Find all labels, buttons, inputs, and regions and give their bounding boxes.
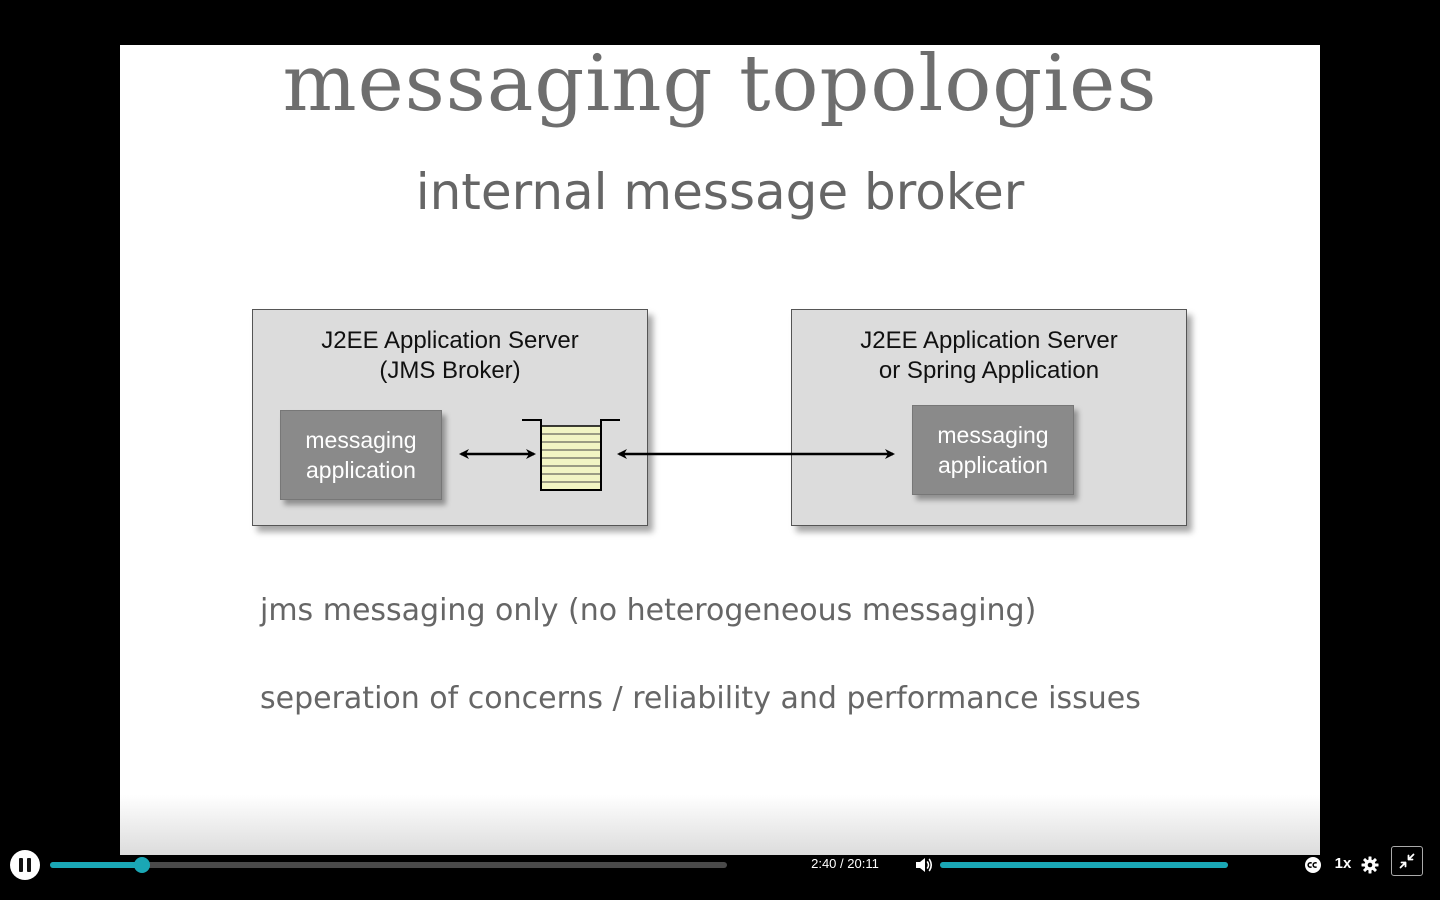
left-app-label-line1: messaging bbox=[305, 427, 417, 453]
right-server-label-line1: J2EE Application Server bbox=[860, 327, 1118, 354]
time-current: 2:40 bbox=[811, 856, 837, 871]
left-server-label: J2EE Application Server (JMS Broker) bbox=[253, 326, 647, 386]
control-overlay-gradient bbox=[120, 795, 1320, 855]
gear-icon[interactable] bbox=[1361, 856, 1379, 874]
volume-slider[interactable] bbox=[940, 862, 1228, 868]
slide-bullet: seperation of concerns / reliability and… bbox=[260, 681, 1141, 716]
pause-button[interactable] bbox=[10, 850, 40, 880]
seek-bar-played bbox=[50, 862, 142, 868]
seek-bar[interactable] bbox=[50, 857, 727, 873]
right-app-label-line1: messaging bbox=[937, 422, 1049, 448]
seek-handle[interactable] bbox=[133, 857, 150, 873]
volume-level bbox=[940, 862, 1228, 868]
right-app-label-line2: application bbox=[938, 452, 1048, 478]
right-messaging-app-box: messaging application bbox=[912, 405, 1074, 495]
pause-icon bbox=[19, 858, 23, 872]
left-server-box: J2EE Application Server (JMS Broker) mes… bbox=[252, 309, 648, 526]
volume-icon[interactable] bbox=[914, 855, 934, 875]
time-total: 20:11 bbox=[847, 856, 879, 871]
control-bar: 2:40 / 20:11 1x bbox=[0, 845, 1440, 900]
slide-subtitle: internal message broker bbox=[415, 163, 1025, 221]
left-server-label-line2: (JMS Broker) bbox=[379, 357, 521, 384]
time-separator: / bbox=[840, 856, 844, 871]
pause-icon bbox=[27, 858, 31, 872]
left-app-label-line2: application bbox=[306, 457, 416, 483]
right-server-label-line2: or Spring Application bbox=[878, 357, 1100, 384]
playback-speed-button[interactable]: 1x bbox=[1334, 855, 1352, 872]
closed-captions-icon[interactable] bbox=[1304, 856, 1322, 874]
right-server-box: J2EE Application Server or Spring Applic… bbox=[791, 309, 1187, 526]
slide-title: messaging topologies bbox=[282, 45, 1158, 129]
exit-fullscreen-button[interactable] bbox=[1391, 846, 1423, 876]
video-frame[interactable]: messaging topologies internal message br… bbox=[120, 45, 1320, 855]
left-server-label-line1: J2EE Application Server bbox=[321, 327, 579, 354]
slide-bullet: jms messaging only (no heterogeneous mes… bbox=[260, 593, 1037, 628]
exit-fullscreen-icon bbox=[1399, 853, 1415, 869]
left-messaging-app-box: messaging application bbox=[280, 410, 442, 500]
time-display: 2:40 / 20:11 bbox=[800, 856, 890, 871]
right-server-label: J2EE Application Server or Spring Applic… bbox=[792, 326, 1186, 386]
